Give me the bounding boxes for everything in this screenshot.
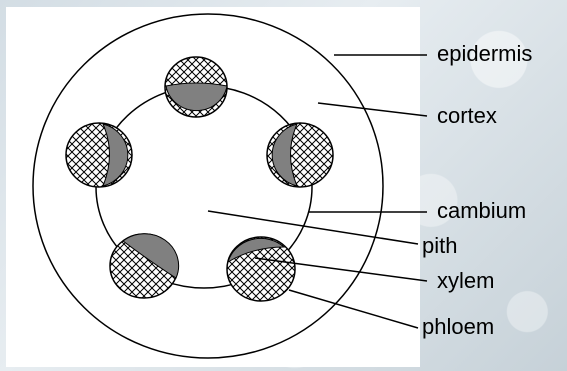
label-pith: pith <box>422 233 458 258</box>
label-epidermis: epidermis <box>437 41 533 66</box>
vascular-bundle-right <box>266 122 334 188</box>
vascular-bundle-left <box>65 122 133 188</box>
vascular-bundle-bottom-right <box>226 236 296 302</box>
leader-line-xylem <box>254 257 428 282</box>
label-phloem: phloem <box>422 314 495 339</box>
epidermis-ring <box>32 13 384 359</box>
leader-line-cortex <box>317 102 428 117</box>
leader-line-phloem <box>288 289 419 329</box>
leader-line-pith <box>207 210 419 245</box>
vascular-bundle-bottom-left <box>109 233 180 299</box>
vascular-bundle-top <box>164 56 228 118</box>
label-xylem: xylem <box>437 268 495 293</box>
label-cambium: cambium <box>437 198 527 223</box>
label-cortex: cortex <box>437 103 497 128</box>
